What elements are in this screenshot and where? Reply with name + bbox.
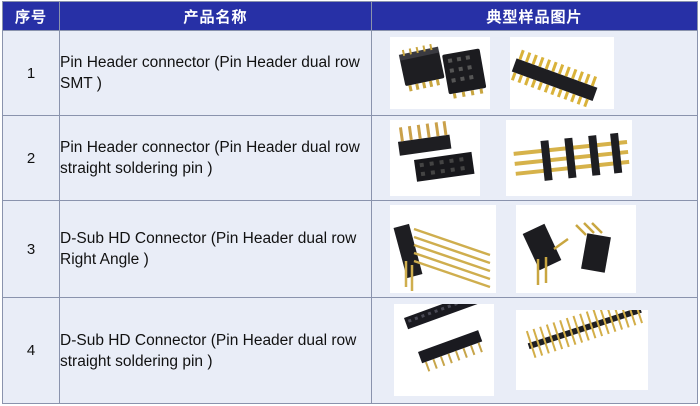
product-name: Pin Header connector (Pin Header dual ro…: [59, 30, 372, 116]
row-number: 1: [2, 30, 60, 116]
table-row: 3 D-Sub HD Connector (Pin Header dual ro…: [2, 200, 698, 298]
right-angle-header-pair-photo: [516, 205, 636, 293]
sample-images-cell: [371, 115, 698, 201]
dual-row-socket-strip-photo: [394, 304, 494, 396]
header-sample-images: 典型样品图片: [371, 1, 698, 31]
smt-dual-row-long-header-photo: [510, 37, 614, 109]
row-number: 4: [2, 297, 60, 404]
product-name: D-Sub HD Connector (Pin Header dual row …: [59, 200, 372, 298]
straight-dual-row-header-photo: [390, 120, 480, 196]
smt-dual-row-header-photo: [390, 37, 490, 109]
straight-pin-header-side-photo: [506, 120, 632, 196]
header-number: 序号: [2, 1, 60, 31]
header-row: 序号 产品名称 典型样品图片: [2, 1, 698, 31]
product-name: Pin Header connector (Pin Header dual ro…: [59, 115, 372, 201]
single-row-long-header-photo: [516, 310, 648, 390]
table-row: 2 Pin Header connector (Pin Header dual …: [2, 115, 698, 201]
table-row: 1 Pin Header connector (Pin Header dual …: [2, 30, 698, 116]
header-product-name: 产品名称: [59, 1, 372, 31]
row-number: 3: [2, 200, 60, 298]
row-number: 2: [2, 115, 60, 201]
table-row: 4 D-Sub HD Connector (Pin Header dual ro…: [2, 297, 698, 404]
sample-images-cell: [371, 297, 698, 404]
right-angle-header-photo: [390, 205, 496, 293]
sample-images-cell: [371, 200, 698, 298]
product-name: D-Sub HD Connector (Pin Header dual row …: [59, 297, 372, 404]
sample-images-cell: [371, 30, 698, 116]
